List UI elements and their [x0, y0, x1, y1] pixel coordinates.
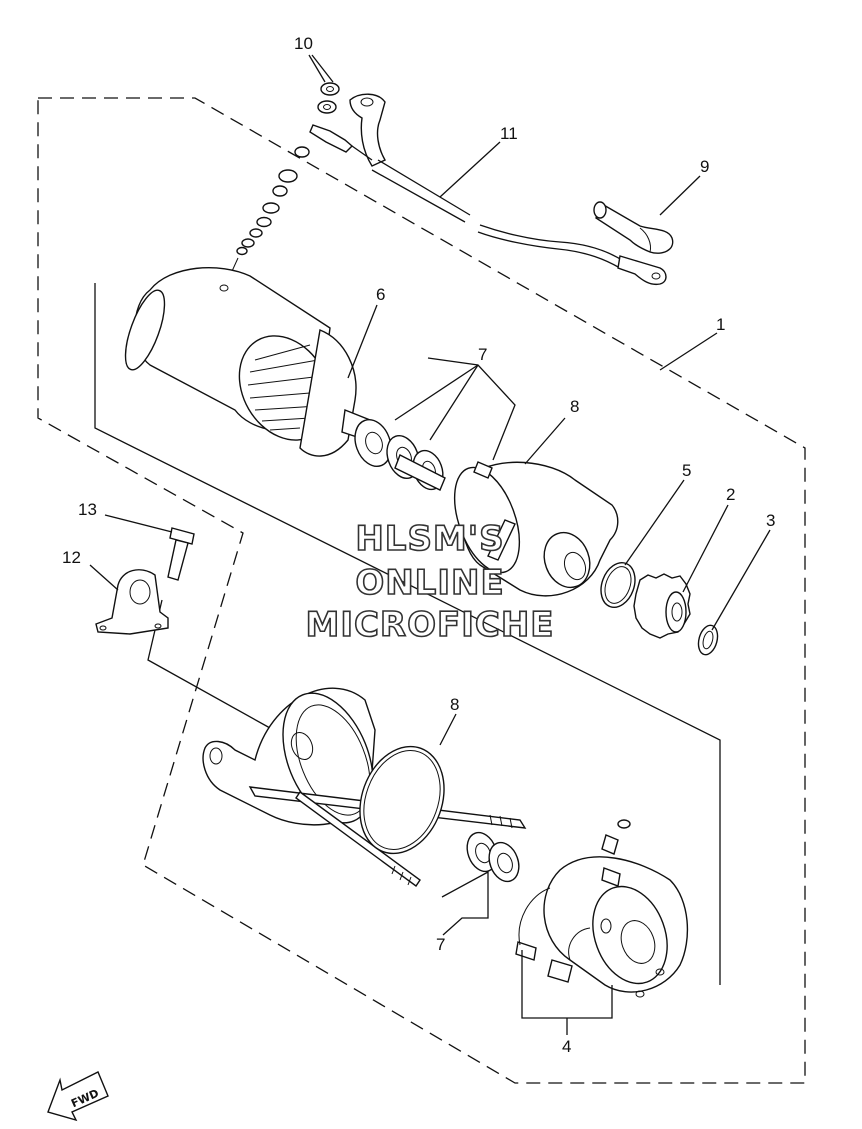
callout-5: 5: [682, 461, 691, 480]
callout-8-upper: 8: [570, 397, 579, 416]
callout-2: 2: [726, 485, 735, 504]
part-10-nuts: [317, 82, 340, 114]
part-13-bolt: [167, 527, 195, 581]
watermark-line-1: HLSM'S: [355, 519, 504, 559]
part-6-yoke-armature: [124, 267, 376, 457]
watermark: HLSM'S ONLINE MICROFICHE: [305, 518, 555, 646]
leader-lines: [89, 54, 771, 1035]
rear-housing: [202, 687, 376, 826]
watermark-line-2: ONLINE: [355, 563, 504, 603]
callout-labels: 10 11 9 6 1 7 8 5 2 3 13 12 8 7 4: [62, 34, 775, 1056]
callout-9: 9: [700, 157, 709, 176]
part-8-o-ring-lower: [359, 745, 445, 855]
callout-7-upper: 7: [478, 345, 487, 364]
part-4-brush-holder: [515, 819, 689, 998]
callout-3: 3: [766, 511, 775, 530]
part-11-lead-wire: [309, 93, 667, 286]
callout-6: 6: [376, 285, 385, 304]
fwd-arrow-icon: FWD: [47, 1071, 109, 1122]
callout-13: 13: [78, 500, 97, 519]
callout-1: 1: [716, 315, 725, 334]
watermark-line-3: MICROFICHE: [305, 605, 554, 645]
terminal-hardware-stack: [227, 146, 310, 281]
callout-10: 10: [294, 34, 313, 53]
part-5-o-ring: [600, 562, 636, 608]
callout-8-lower: 8: [450, 695, 459, 714]
part-7-washers-lower: [466, 831, 520, 883]
callout-12: 12: [62, 548, 81, 567]
assembly-boundary: [37, 97, 806, 1084]
part-7-washers-upper: [354, 419, 446, 491]
part-2-pinion-gear: [633, 573, 691, 639]
callout-7-lower: 7: [436, 935, 445, 954]
part-3-circlip: [697, 624, 719, 656]
part-12-clamp: [95, 569, 169, 635]
callout-4: 4: [562, 1037, 571, 1056]
guide-line-upper: [94, 283, 721, 985]
part-9-terminal-cover: [593, 201, 674, 254]
part-8-front-cover: [453, 461, 619, 597]
callout-11: 11: [500, 124, 518, 143]
